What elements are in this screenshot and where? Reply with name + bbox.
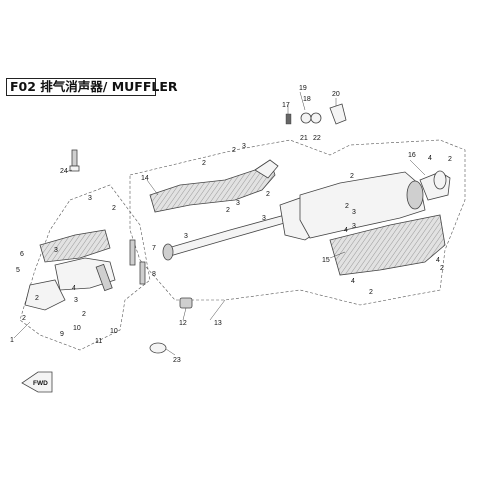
callout-c2b: 2: [232, 147, 236, 154]
callout-c21: 21: [300, 135, 308, 142]
gasket-ring: [149, 342, 167, 354]
callout-c2c: 2: [266, 191, 270, 198]
callout-c18: 18: [303, 96, 311, 103]
diagram-title: F02 排气消声器/ MUFFLER: [6, 78, 178, 96]
callout-c14: 14: [141, 175, 149, 182]
bushing: [179, 297, 193, 309]
callout-c10a: 10: [73, 325, 81, 332]
callout-c15: 15: [322, 257, 330, 264]
callout-c3f: 3: [352, 209, 356, 216]
callout-c4d: 4: [72, 285, 76, 292]
callout-c4c: 4: [351, 278, 355, 285]
callout-c1: 1: [10, 337, 14, 344]
callout-c2m: 2: [350, 173, 354, 180]
callout-c2f: 2: [440, 265, 444, 272]
header-heat-shield: [149, 159, 279, 213]
callout-c3i: 3: [74, 297, 78, 304]
mount-hardware: [285, 103, 347, 125]
leader-lines: [13, 91, 426, 356]
callout-c13: 13: [214, 320, 222, 327]
callout-c6: 6: [20, 251, 24, 258]
callout-c3d: 3: [262, 215, 266, 222]
callout-c24: 24: [60, 168, 68, 175]
callout-c19: 19: [299, 85, 307, 92]
callout-c10b: 10: [110, 328, 118, 335]
callout-c22: 22: [313, 135, 321, 142]
callout-c3h: 3: [54, 247, 58, 254]
callout-labels: 19 18 17 20 21 22 16 14 24 15 13 12 23 1…: [10, 85, 452, 364]
muffler-heat-guard: [329, 214, 446, 276]
callout-c3c: 3: [236, 200, 240, 207]
callout-c2h: 2: [35, 295, 39, 302]
callout-c3a: 3: [88, 195, 92, 202]
callout-c4e: 4: [344, 227, 348, 234]
callout-c2d: 2: [448, 156, 452, 163]
callout-c4a: 4: [428, 155, 432, 162]
callout-c2i: 2: [22, 315, 26, 322]
left-group-boundary: [19, 184, 151, 351]
callout-c3b: 3: [242, 143, 246, 150]
callout-c20: 20: [332, 91, 340, 98]
callout-c2a: 2: [202, 160, 206, 167]
muffler-group-boundary: [129, 139, 466, 306]
callout-c4b: 4: [436, 257, 440, 264]
callout-c2e: 2: [369, 289, 373, 296]
forward-arrow-icon: FWD: [21, 371, 53, 393]
oxygen-sensor: [69, 149, 80, 172]
callout-c17: 17: [282, 102, 290, 109]
callout-c2g: 2: [112, 205, 116, 212]
callout-c23: 23: [173, 357, 181, 364]
callout-c9: 9: [60, 331, 64, 338]
callout-c3g: 3: [352, 223, 356, 230]
callout-c11: 11: [95, 338, 102, 345]
callout-c8: 8: [152, 271, 156, 278]
callout-c16: 16: [408, 152, 416, 159]
header-pipe: [162, 214, 289, 261]
manifold-assembly: [24, 229, 146, 311]
callout-c12: 12: [179, 320, 187, 327]
callout-c2k: 2: [226, 207, 230, 214]
muffler-body: [299, 171, 451, 239]
forward-label: FWD: [33, 380, 48, 387]
callout-c2l: 2: [82, 311, 86, 318]
callout-c2j: 2: [345, 203, 349, 210]
outlet-flange: [433, 170, 447, 190]
callout-c3e: 3: [184, 233, 188, 240]
callout-c7: 7: [152, 245, 156, 252]
callout-c5: 5: [16, 267, 20, 274]
